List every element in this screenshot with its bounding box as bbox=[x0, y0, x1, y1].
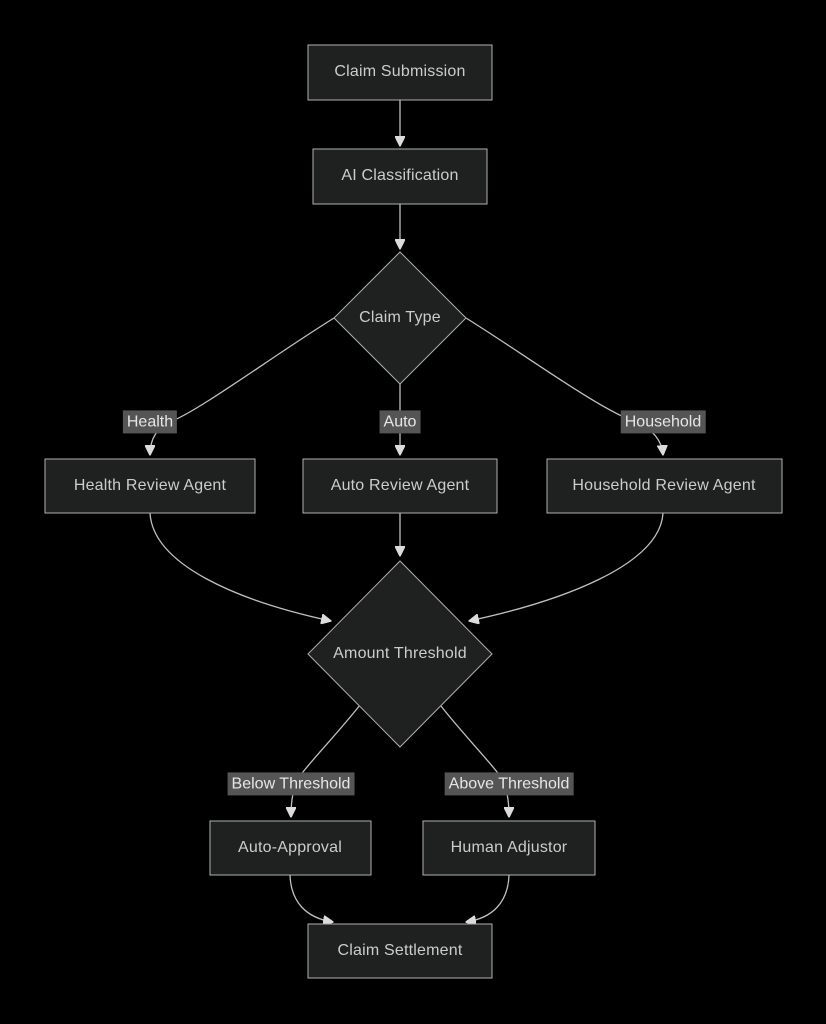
edge-label-auto: Auto bbox=[379, 410, 421, 434]
edge-human-adjustor-to-claim-settlement bbox=[466, 874, 510, 922]
edge-amount-threshold-to-human-adjustor bbox=[440, 705, 509, 817]
edge-auto-approval-to-claim-settlement bbox=[289, 874, 333, 922]
node-label-amount-threshold: Amount Threshold bbox=[333, 645, 467, 662]
edge-label-below-threshold: Below Threshold bbox=[227, 772, 355, 796]
edge-household-review-to-amount-threshold bbox=[469, 512, 664, 621]
edge-label-health: Health bbox=[122, 410, 178, 434]
node-household-review-agent-box bbox=[546, 458, 783, 514]
node-label-auto-review-agent: Auto Review Agent bbox=[330, 477, 470, 494]
edge-claim-type-to-health-review bbox=[150, 317, 335, 455]
node-health-review-agent-box bbox=[44, 458, 256, 514]
node-ai-classification-box bbox=[312, 148, 488, 205]
node-label-claim-submission: Claim Submission bbox=[334, 63, 466, 80]
node-label-human-adjustor: Human Adjustor bbox=[450, 839, 568, 856]
edge-label-household: Household bbox=[620, 410, 706, 434]
node-label-household-review-agent: Household Review Agent bbox=[572, 477, 756, 494]
edge-label-above-threshold: Above Threshold bbox=[444, 772, 574, 796]
node-label-claim-type: Claim Type bbox=[359, 309, 441, 326]
node-human-adjustor-box bbox=[422, 820, 596, 876]
node-label-auto-approval: Auto-Approval bbox=[238, 839, 342, 856]
edge-amount-threshold-to-auto-approval bbox=[291, 704, 361, 817]
node-label-ai-classification: AI Classification bbox=[341, 167, 459, 184]
node-claim-submission-box bbox=[307, 44, 493, 101]
edge-claim-type-to-household-review bbox=[465, 317, 663, 455]
edge-health-review-to-amount-threshold bbox=[149, 512, 331, 621]
node-claim-settlement-box bbox=[307, 923, 493, 979]
node-label-health-review-agent: Health Review Agent bbox=[73, 477, 227, 494]
node-label-claim-settlement: Claim Settlement bbox=[337, 942, 463, 959]
node-amount-threshold-diamond bbox=[307, 560, 493, 748]
node-auto-review-agent-box bbox=[302, 458, 498, 514]
node-auto-approval-box bbox=[209, 820, 372, 876]
node-claim-type-diamond bbox=[333, 251, 467, 385]
